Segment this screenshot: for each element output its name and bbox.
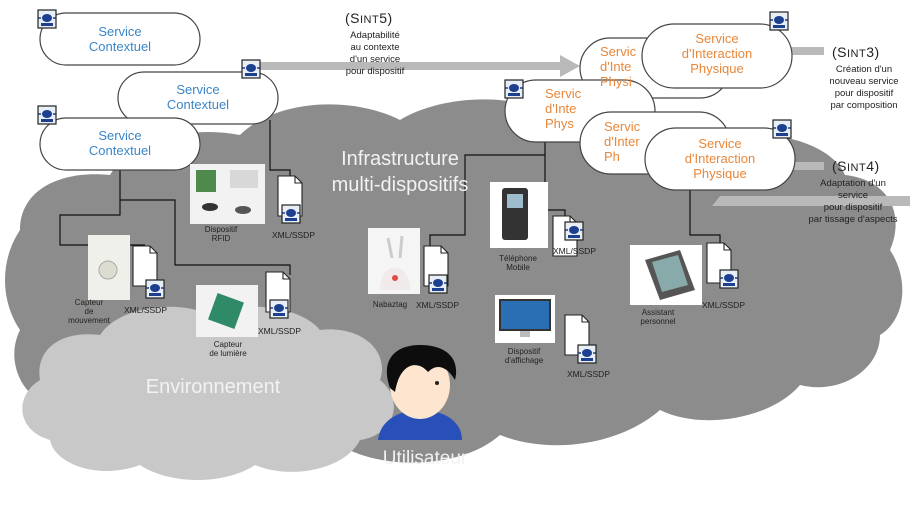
- sint4-desc-line3: pour dispositif: [823, 202, 883, 213]
- infrastructure-line1: Infrastructure: [341, 148, 459, 170]
- display-caption-line2: d'affichage: [504, 356, 544, 365]
- sint5-desc-line3: d'un service: [349, 54, 401, 65]
- xml-label-nabaztag: XML/SSDP: [416, 300, 459, 310]
- sint4-desc-line2: service: [837, 190, 869, 201]
- sint4-title: (SINT4): [832, 158, 880, 174]
- pda-caption-line2: personnel: [640, 317, 676, 326]
- sint5-desc-line4: pour dispositif: [345, 66, 405, 77]
- infrastructure-line2: multi-dispositifs: [331, 174, 469, 196]
- nabaztag-caption: Nabaztag: [372, 300, 408, 309]
- sint3-desc-line4: par composition: [830, 100, 898, 111]
- infrastructure-label: Infrastructure multi-dispositifs: [300, 146, 500, 198]
- service-contextuel-1-line1: Service: [98, 24, 142, 39]
- telephone-caption-line1: Téléphone: [499, 254, 537, 263]
- sint3-desc-line1: Création d'un: [835, 64, 893, 75]
- partial-b-line1: Servic: [545, 86, 582, 101]
- service-interaction-boxes: [504, 23, 796, 191]
- xml-label-light: XML/SSDP: [258, 326, 301, 336]
- xml-label-rfid: XML/SSDP: [272, 230, 315, 240]
- user-figure: [378, 345, 462, 440]
- sint5-desc-line1: Adaptabilité: [350, 30, 400, 41]
- partial-b-line2: d'Inte: [545, 101, 577, 116]
- environnement-label: Environnement: [145, 376, 281, 398]
- partial-a-line2: d'Inte: [600, 59, 632, 74]
- sint5-desc-line2: au contexte: [350, 42, 400, 53]
- telephone-caption-line2: Mobile: [506, 263, 530, 272]
- service-interaction-top-line3: Physique: [690, 61, 744, 76]
- sint3-sc: INT: [847, 48, 867, 60]
- service-contextuel-2-line2: Contextuel: [166, 97, 230, 112]
- service-interaction-bottom-line1: Service: [698, 136, 742, 151]
- sint3-title: (SINT3): [832, 44, 880, 60]
- partial-c-line2: d'Inter: [604, 134, 640, 149]
- sint4-description: Adaptation d'un service pour dispositif …: [793, 178, 913, 226]
- rfid-caption: Dispositif RFID: [196, 225, 246, 243]
- pda-caption: Assistant personnel: [630, 308, 686, 326]
- partial-c-line3: Ph: [604, 149, 620, 164]
- sint5-description: Adaptabilité au contexte d'un service po…: [320, 30, 430, 78]
- service-interaction-label-bottom: Service d'Interaction Physique: [670, 136, 770, 181]
- rfid-caption-line1: Dispositif: [204, 225, 238, 234]
- partial-a-line3: Physi: [600, 74, 632, 89]
- partial-c-line1: Servic: [604, 119, 641, 134]
- partial-a-line1: Servic: [600, 44, 637, 59]
- sint5-num: 5): [379, 10, 393, 26]
- pda-caption-line1: Assistant: [641, 308, 675, 317]
- sint4-desc-line4: par tissage d'aspects: [808, 214, 898, 225]
- sint4-prefix: (S: [832, 158, 847, 174]
- sint3-prefix: (S: [832, 44, 847, 60]
- light-caption-line1: Capteur: [213, 340, 243, 349]
- xml-label-motion: XML/SSDP: [124, 305, 167, 315]
- motion-caption-line3: mouvement: [68, 316, 110, 325]
- service-interaction-partial-b: Servic d'Inte Phys: [545, 86, 595, 131]
- telephone-caption: Téléphone Mobile: [490, 254, 546, 272]
- motion-caption-line1: Capteur: [74, 298, 104, 307]
- light-caption-line2: de lumière: [209, 349, 247, 358]
- sint3-desc-line2: nouveau service: [829, 76, 899, 87]
- display-caption: Dispositif d'affichage: [496, 347, 552, 365]
- sint5-prefix: (S: [345, 10, 360, 26]
- service-interaction-top-line2: d'Interaction: [681, 46, 753, 61]
- service-contextuel-3-line2: Contextuel: [88, 143, 152, 158]
- service-contextuel-3-line1: Service: [98, 128, 142, 143]
- sint4-num: 4): [866, 158, 880, 174]
- xml-label-pda: XML/SSDP: [702, 300, 745, 310]
- light-sensor-caption: Capteur de lumière: [200, 340, 256, 358]
- sint3-description: Création d'un nouveau service pour dispo…: [815, 64, 913, 112]
- service-interaction-bottom-line3: Physique: [693, 166, 747, 181]
- service-contextuel-label-3: Service Contextuel: [70, 128, 170, 158]
- utilisateur-label: Utilisateur: [382, 448, 468, 469]
- rfid-caption-line2: RFID: [211, 234, 231, 243]
- xml-label-telephone: XML/SSDP: [553, 246, 596, 256]
- service-contextuel-label-1: Service Contextuel: [70, 24, 170, 54]
- device-images: [88, 164, 702, 343]
- service-interaction-bottom-line2: d'Interaction: [684, 151, 756, 166]
- sint4-desc-line1: Adaptation d'un: [820, 178, 886, 189]
- motion-sensor-caption: Capteur de mouvement: [60, 298, 118, 325]
- display-caption-line1: Dispositif: [507, 347, 541, 356]
- service-contextuel-label-2: Service Contextuel: [148, 82, 248, 112]
- service-interaction-top-line1: Service: [695, 31, 739, 46]
- sint5-sc: INT: [360, 14, 380, 26]
- sint3-num: 3): [866, 44, 880, 60]
- service-contextuel-1-line2: Contextuel: [88, 39, 152, 54]
- sint4-sc: INT: [847, 162, 867, 174]
- xml-label-display: XML/SSDP: [567, 369, 610, 379]
- service-contextuel-2-line1: Service: [176, 82, 220, 97]
- service-interaction-partial-c: Servic d'Inter Ph: [604, 119, 649, 164]
- motion-caption-line2: de: [84, 307, 94, 316]
- service-contextuel-boxes: [39, 12, 279, 171]
- service-interaction-partial-a: Servic d'Inte Physi: [600, 44, 650, 89]
- partial-b-line3: Phys: [545, 116, 574, 131]
- environment-cloud: [22, 306, 394, 480]
- service-interaction-label-top: Service d'Interaction Physique: [667, 31, 767, 76]
- sint3-desc-line3: pour dispositif: [834, 88, 894, 99]
- sint5-title: (SINT5): [345, 10, 393, 26]
